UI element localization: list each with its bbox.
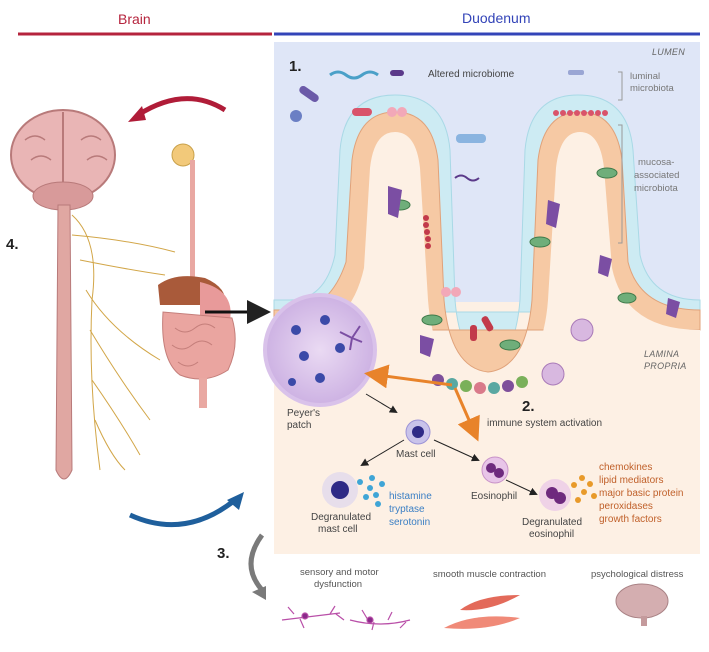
lamina-label-2: PROPRIA	[644, 361, 687, 371]
eosinophil-label: Eosinophil	[471, 491, 518, 502]
orange-arrow-eos	[453, 387, 480, 442]
lumen-label: LUMEN	[652, 47, 686, 57]
psych-brain-icon	[615, 583, 669, 626]
villus-core	[274, 132, 700, 554]
degran-mast-label-1: Degranulated	[311, 512, 372, 523]
tuft-cells	[388, 186, 680, 357]
digestive-tract-icon	[158, 143, 236, 408]
crypt-cells	[432, 374, 528, 394]
brain-header: Brain	[118, 11, 151, 27]
eosinophil-lamina-icon	[570, 318, 594, 342]
eosinophil-lamina-icon	[541, 362, 565, 386]
arrow-mast-degran	[360, 439, 405, 467]
duodenum-header: Duodenum	[462, 10, 531, 26]
degran-mast-label-2: mast cell	[318, 524, 358, 535]
brain-icon	[10, 109, 116, 211]
peyers-patch-label-1: Peyer's	[287, 408, 321, 419]
peyers-patch-icon	[263, 293, 377, 407]
step-2-number: 2.	[522, 398, 535, 415]
orange-arrow-peyer	[364, 364, 453, 389]
eos-mediator: chemokines	[599, 462, 653, 473]
arrow-mast-eos	[433, 439, 480, 462]
psych-distress-label: psychological distress	[591, 569, 684, 580]
mast-mediator: tryptase	[389, 504, 425, 515]
step-4-number: 4.	[6, 236, 19, 253]
smooth-muscle-label: smooth muscle contraction	[433, 569, 546, 580]
nerve-fibers	[71, 214, 176, 471]
immune-activation-label: immune system activation	[487, 418, 603, 429]
degran-eos-label-1: Degranulated	[522, 517, 583, 528]
peyers-patch-label-2: patch	[287, 420, 312, 431]
mucosa-label-2: associated	[634, 170, 680, 181]
muscle-cell-icon	[444, 595, 520, 629]
mast-cell-label: Mast cell	[396, 449, 436, 460]
step-3-number: 3.	[217, 545, 230, 562]
eos-mediator: peroxidases	[599, 501, 653, 512]
mucosa-bracket	[618, 124, 623, 244]
degran-eos-label-2: eosinophil	[529, 529, 575, 540]
eos-mediator: lipid mediators	[599, 475, 664, 486]
mast-mediator: histamine	[389, 491, 432, 502]
luminal-label-2: microbiota	[630, 83, 674, 94]
degranulated-mast-cell-icon	[322, 472, 385, 508]
spinal-cord-icon	[55, 204, 73, 480]
lamina-label-1: LAMINA	[644, 349, 680, 359]
microbiota-icon	[290, 70, 608, 341]
degranulated-eosinophil-icon	[539, 475, 597, 511]
neuron-icon	[281, 605, 411, 631]
mucosa-label-3: microbiota	[634, 183, 678, 194]
altered-microbiome-label: Altered microbiome	[428, 69, 515, 80]
luminal-bracket	[618, 71, 623, 101]
luminal-label-1: luminal	[630, 71, 661, 82]
step-1-number: 1.	[289, 58, 302, 75]
sensory-label-1: sensory and motor	[300, 567, 379, 578]
mucosa-label-1: mucosa-	[638, 157, 675, 168]
sensory-label-2: dysfunction	[314, 579, 363, 590]
arrow-peyer-mast	[365, 393, 398, 414]
red-curved-arrow	[136, 96, 227, 118]
mast-mediator: serotonin	[389, 517, 431, 528]
blue-curved-arrow	[128, 498, 237, 528]
eos-mediator: growth factors	[599, 514, 662, 525]
grey-curved-arrow	[248, 533, 265, 592]
eos-mediator: major basic protein	[599, 488, 684, 499]
arrow-eos-degran	[505, 479, 538, 496]
